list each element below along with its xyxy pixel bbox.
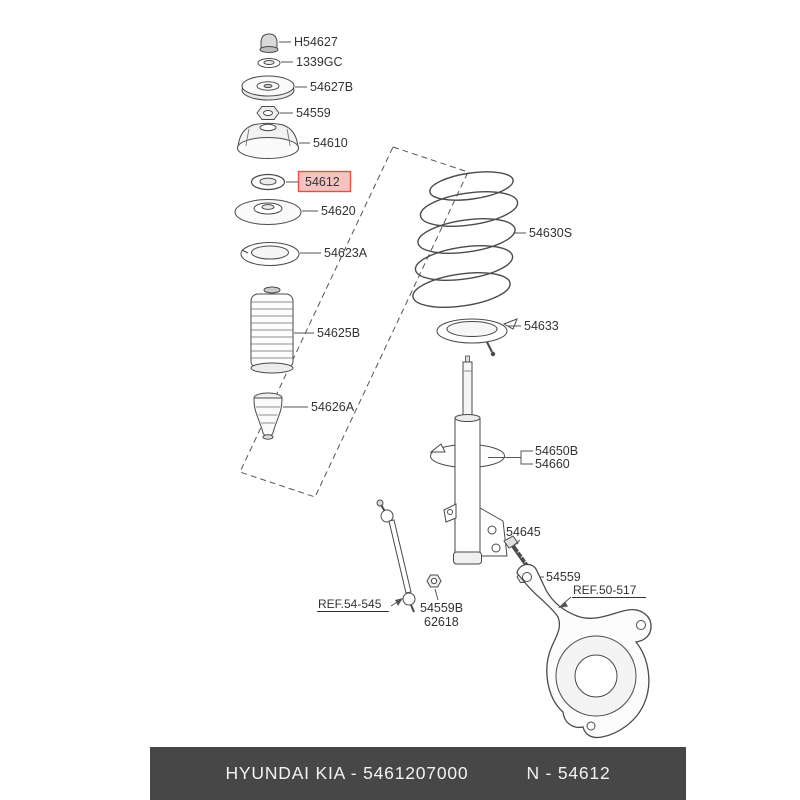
part-label-54559b: 54559B — [420, 601, 463, 615]
bracket-hole-1 — [487, 525, 497, 535]
part-label-1339gc: 1339GC — [296, 55, 343, 69]
part-label-54645: 54645 — [506, 525, 541, 539]
strut-body — [454, 417, 481, 555]
part-54630s-drawing — [412, 171, 519, 308]
bearing-inner — [259, 177, 277, 186]
link-bottom-ball — [402, 592, 416, 606]
lowpad-stud — [486, 341, 493, 353]
mount-ribs — [245, 128, 291, 147]
part-label-54620: 54620 — [321, 204, 356, 218]
mount-center — [259, 123, 277, 132]
part-label-54559-mid: 54559 — [546, 570, 581, 584]
part-label-54612: 54612 — [305, 175, 340, 189]
leader-line — [512, 539, 521, 547]
part-54559-top-drawing — [256, 106, 280, 120]
part-54559b-drawing — [426, 574, 442, 588]
bolt-head — [503, 535, 519, 549]
part-label-54650b: 54650B — [535, 444, 578, 458]
knuckle-top-hole — [522, 572, 532, 582]
insulator-center — [263, 83, 273, 89]
lowpad-inner — [446, 321, 498, 337]
part-label-54623a: 54623A — [324, 246, 368, 260]
lowpad-stud-tip — [490, 351, 496, 357]
part-label-54660: 54660 — [535, 457, 570, 471]
bumper-tip — [262, 434, 274, 440]
cover-ribs — [251, 301, 293, 359]
part-label-54633: 54633 — [524, 319, 559, 333]
link-top-ball — [380, 509, 394, 523]
coil-2 — [419, 191, 519, 227]
part-54625b-drawing — [250, 286, 294, 374]
link-bracket-hole — [447, 509, 453, 515]
part-label-54559-top: 54559 — [296, 106, 331, 120]
link-rod — [388, 519, 412, 594]
arrowhead — [558, 601, 568, 608]
part-label-54610: 54610 — [313, 136, 348, 150]
bumper-ribs — [256, 406, 280, 424]
coil-5 — [412, 272, 511, 308]
knuckle-hub-inner — [574, 654, 618, 698]
part-label-h54627: H54627 — [294, 35, 338, 49]
leader-bracket — [488, 450, 533, 465]
part-strut-drawing — [429, 355, 508, 565]
cap-base — [259, 46, 279, 53]
footer-part-ref: N - 54612 — [526, 763, 611, 783]
cap-body — [260, 33, 278, 50]
knuckle-bottom-hole — [586, 721, 596, 731]
knuckle-ear-hole — [636, 620, 646, 630]
coil-1 — [429, 171, 514, 201]
knuckle-drawing — [516, 563, 652, 739]
bolt-threads — [517, 549, 529, 563]
nut-hole — [430, 577, 438, 585]
part-54612-drawing — [250, 173, 286, 191]
strut-bottom-cap — [453, 551, 482, 565]
ref-label-knuckle: REF.50-517 — [573, 583, 637, 597]
ref-label-stabilizer: REF.54-545 — [318, 597, 382, 611]
part-label-54625b: 54625B — [317, 326, 360, 340]
part-54627b-drawing — [241, 75, 295, 101]
arrowhead — [395, 598, 403, 606]
part-54633-drawing — [436, 318, 518, 357]
part-h54627-drawing — [259, 33, 279, 53]
pad-tab — [241, 249, 249, 254]
seat-center — [261, 204, 275, 210]
part-54620-drawing — [234, 199, 302, 225]
highlight-box-54612 — [297, 170, 352, 193]
cover-body — [250, 293, 294, 369]
part-label-54630s: 54630S — [529, 226, 572, 240]
link-top-nut — [376, 499, 384, 507]
part-1339gc-drawing — [257, 58, 281, 68]
seat-tab — [429, 443, 446, 453]
part-54623a-drawing — [240, 242, 300, 266]
footer-brand-part-number: HYUNDAI KIA - 5461207000 — [225, 763, 469, 783]
washer-inner — [263, 60, 275, 65]
footer-bar: HYUNDAI KIA - 5461207000 N - 54612 — [150, 747, 686, 800]
nut-hole — [263, 110, 273, 116]
part-54626a-drawing — [253, 392, 283, 440]
cover-cap — [263, 286, 281, 294]
bracket-hole-2 — [491, 543, 501, 553]
part-54610-drawing — [237, 122, 299, 159]
cover-base — [250, 362, 294, 374]
part-label-54627b: 54627B — [310, 80, 353, 94]
assembly-boundary-dashed — [239, 146, 469, 498]
pad-inner — [251, 245, 289, 260]
stabilizer-link-drawing — [376, 499, 416, 613]
part-label-62618: 62618 — [424, 615, 459, 629]
bumper-body — [253, 397, 283, 438]
strut-top-cap — [454, 414, 481, 422]
leader-line — [434, 588, 439, 601]
part-label-54626a: 54626A — [311, 400, 355, 414]
mount-base — [237, 137, 299, 159]
coil-4 — [414, 245, 514, 281]
coil-3 — [417, 218, 516, 254]
link-bottom-stud — [410, 604, 415, 613]
